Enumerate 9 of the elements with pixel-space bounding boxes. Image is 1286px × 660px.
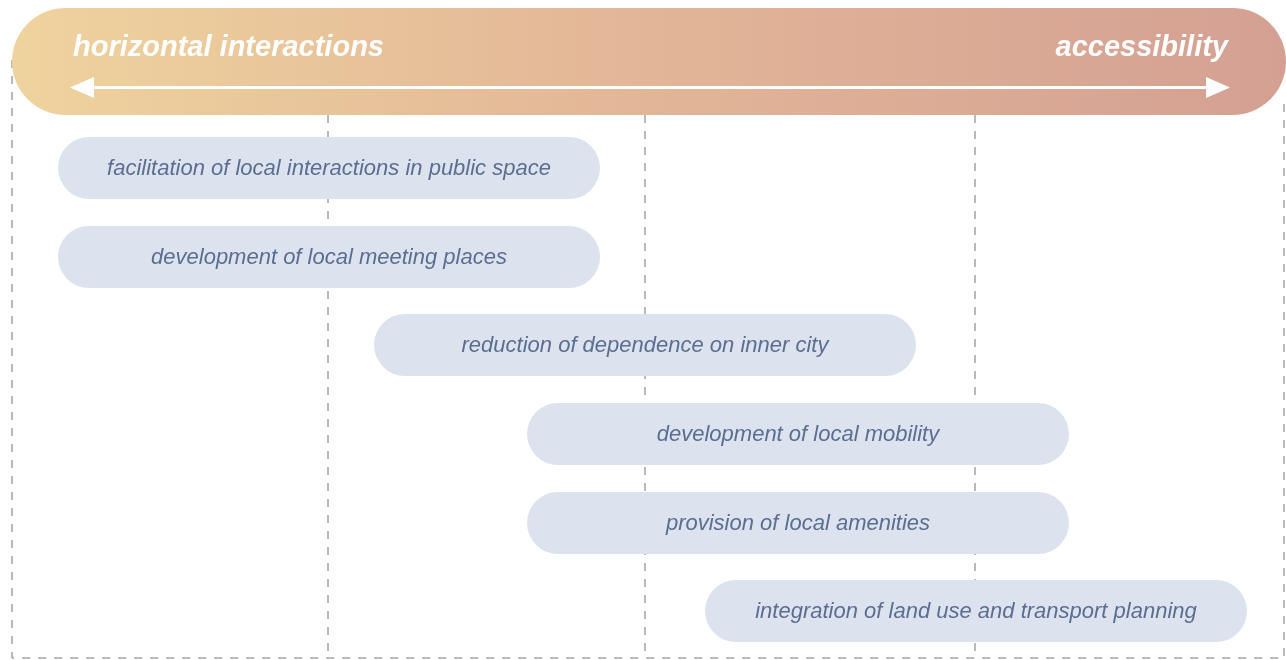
- scale-end-label: horizontal interactions: [73, 30, 384, 63]
- measure-label: facilitation of local interactions in public space: [107, 155, 551, 181]
- gradient-band: [12, 8, 1286, 115]
- scale-end-label: accessibility: [1055, 30, 1228, 63]
- measure-label: development of local meeting places: [151, 244, 507, 270]
- measure-label: development of local mobility: [656, 421, 940, 447]
- measure-label: integration of land use and transport planning: [755, 598, 1197, 624]
- measure-label: provision of local amenities: [665, 510, 931, 536]
- measure-label: reduction of dependence on inner city: [461, 332, 829, 358]
